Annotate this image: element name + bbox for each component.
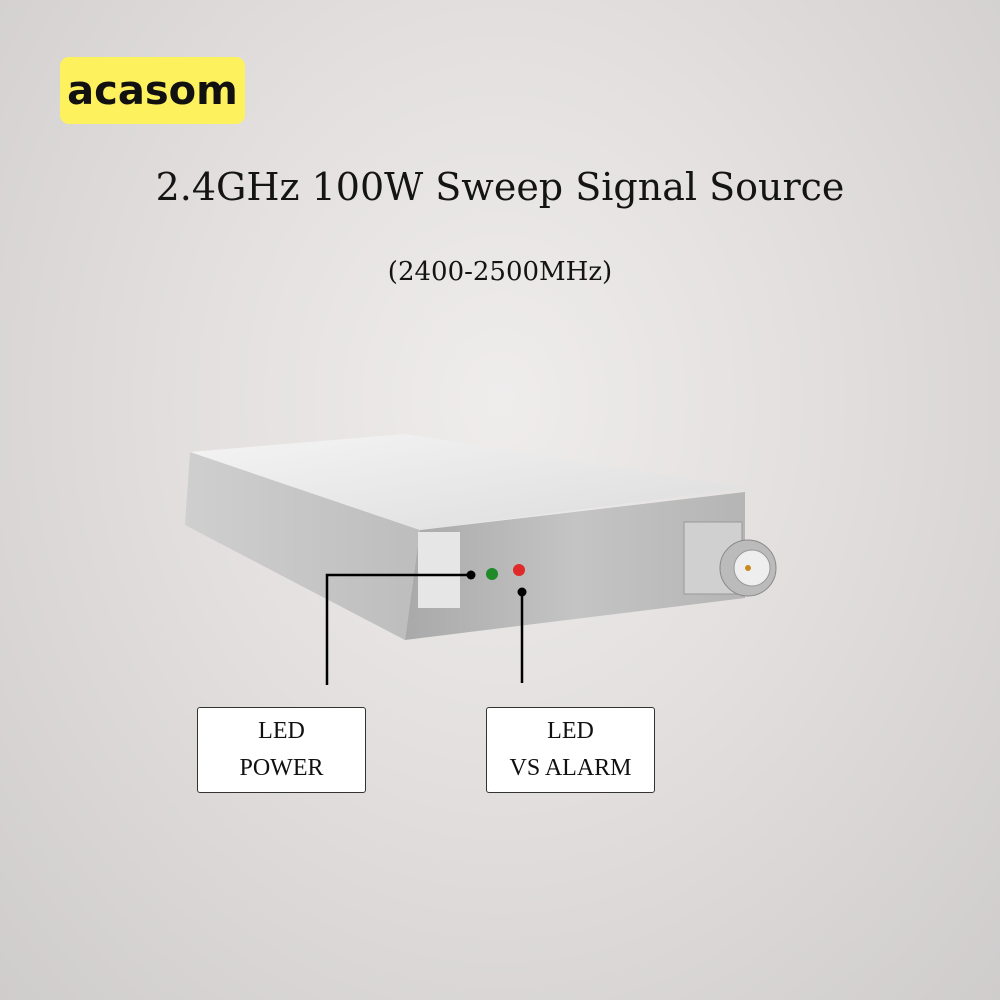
callout-line2: VS ALARM <box>509 755 632 781</box>
callout-led-vs-alarm: LED VS ALARM <box>486 707 655 793</box>
frequency-range: (2400-2500MHz) <box>387 257 613 287</box>
mount-slot <box>418 532 460 608</box>
brand-logo: acasom <box>60 57 245 124</box>
callout-led-power: LED POWER <box>197 707 366 793</box>
device-front-face <box>405 492 745 640</box>
callout-line2: POWER <box>239 755 324 781</box>
callout-line1: LED <box>258 718 305 744</box>
callout-line1: LED <box>547 718 594 744</box>
device-side-face <box>185 452 420 640</box>
power-leader-line <box>325 573 471 685</box>
page-title: 2.4GHz 100W Sweep Signal Source <box>155 165 845 209</box>
logo-text: acasom <box>67 67 238 114</box>
device-top-face <box>190 434 748 530</box>
alarm-led-icon <box>513 564 525 576</box>
connector-icon <box>683 521 777 597</box>
power-led-icon <box>486 568 498 580</box>
